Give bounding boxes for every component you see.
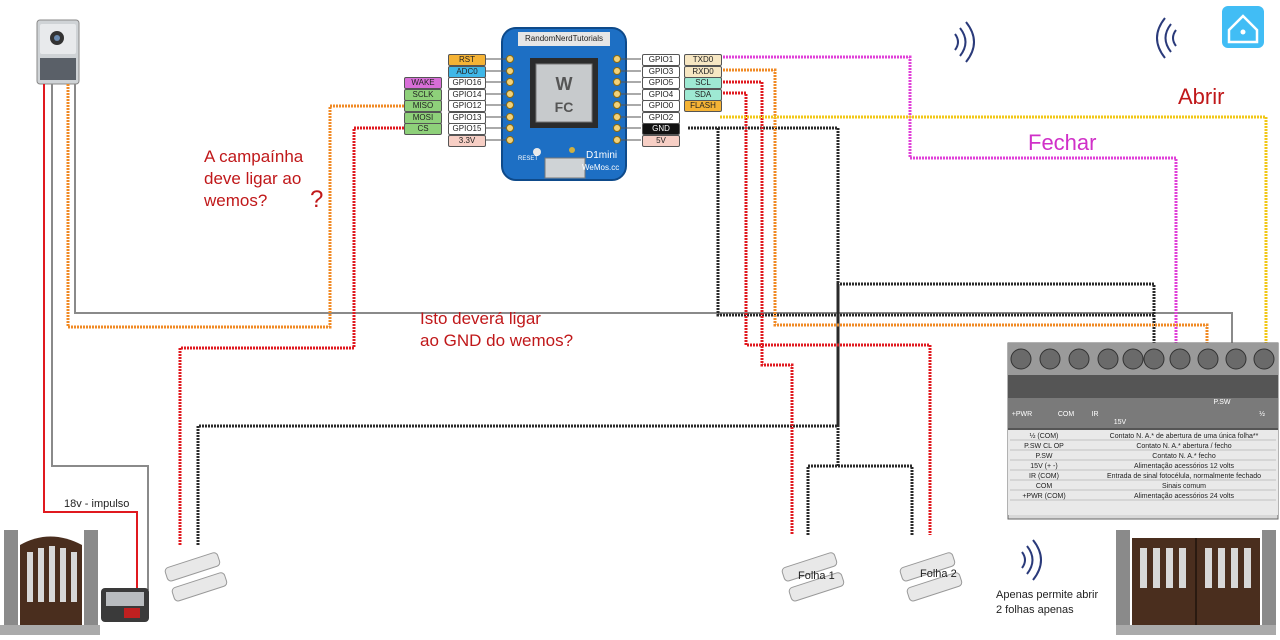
wire-red-scl xyxy=(720,80,794,535)
label-abrir: Abrir xyxy=(1178,84,1225,109)
terminal-header: 15V xyxy=(1114,419,1127,426)
pin-func-label: 5V xyxy=(642,135,680,147)
pin-func-label: MISO xyxy=(404,100,442,112)
wire-black-folha2 xyxy=(838,464,914,535)
pin-gpio-label: GPIO5 xyxy=(642,77,680,89)
gate-motor-icon xyxy=(101,588,149,622)
svg-text:FC: FC xyxy=(555,99,574,115)
wire-red-cs xyxy=(178,126,440,545)
label-fechar: Fechar xyxy=(1028,130,1097,155)
home-assistant-icon xyxy=(1222,6,1264,48)
board-site: WeMos.cc xyxy=(582,163,620,172)
board-model: D1mini xyxy=(586,150,618,161)
terminal-header: IR xyxy=(1092,411,1099,418)
terminal-table-desc: Entrada de sinal fotocélula, normalmente… xyxy=(1107,473,1261,480)
pin-func-label: GND xyxy=(642,123,680,135)
label-folha1: Folha 1 xyxy=(798,570,835,582)
question-mark: ? xyxy=(310,186,324,213)
terminal-table-desc: Alimentação acessórios 24 volts xyxy=(1134,493,1234,500)
pin-gpio-label: GPIO15 xyxy=(448,123,486,135)
wifi-signal-icon xyxy=(1156,17,1177,59)
pin-gpio-label: 3.3V xyxy=(448,135,486,147)
pin-gpio-label: GPIO1 xyxy=(642,54,680,66)
reed-sensor-folha1-icon xyxy=(781,552,845,602)
wemos-d1-mini-board: W FC xyxy=(501,27,627,181)
label-impulso: 18v - impulso xyxy=(64,498,130,510)
reed-sensor-left-icon xyxy=(164,552,228,602)
wifi-signal-icon xyxy=(1021,539,1042,581)
terminal-table-key: COM xyxy=(1036,483,1053,490)
label-folha2: Folha 2 xyxy=(920,568,957,580)
wire-orange-rxd0 xyxy=(720,68,1209,345)
wifi-signal-icon xyxy=(954,21,975,63)
question-gnd: Isto deverá ligar ao GND do wemos? xyxy=(420,309,574,350)
terminal-table-desc: Alimentação acessórios 12 volts xyxy=(1134,463,1234,470)
wire-gray-intercom-2 xyxy=(51,84,149,590)
gate-right-icon xyxy=(1116,530,1276,635)
pin-func-label: RST xyxy=(448,54,486,66)
wire-red-sda xyxy=(720,91,932,535)
board-reset-label: RESET xyxy=(518,156,539,162)
terminal-header: +PWR xyxy=(1012,411,1032,418)
pin-func-label: FLASH xyxy=(684,100,722,112)
terminal-table-desc: Sinais comum xyxy=(1162,483,1206,490)
wire-yellow-abrir xyxy=(720,115,1268,345)
svg-text:W: W xyxy=(556,74,573,94)
terminal-table-desc: Contato N. A.* de abertura de uma única … xyxy=(1110,433,1259,440)
pin-gpio-label: GPIO12 xyxy=(448,100,486,112)
label-apenas: Apenas permite abrir 2 folhas apenas xyxy=(996,589,1099,616)
board-brand: RandomNerdTutorials xyxy=(525,34,603,43)
terminal-header: P.SW xyxy=(1214,399,1231,406)
terminal-table-key: ½ (COM) xyxy=(1030,432,1059,440)
wire-gray-intercom xyxy=(74,84,1233,345)
wire-red-impulse xyxy=(43,84,138,590)
terminal-header: COM xyxy=(1058,411,1075,418)
terminal-table-key: P.SW CL OP xyxy=(1024,443,1064,450)
terminal-block xyxy=(1007,342,1279,520)
terminal-header: ½ xyxy=(1259,410,1265,418)
wire-black-gnd xyxy=(688,126,1154,317)
reed-sensor-folha2-icon xyxy=(899,552,963,602)
pin-gpio-label: GPIO16 xyxy=(448,77,486,89)
pin-gpio-label: GPIO0 xyxy=(642,100,680,112)
pin-func-label: SCL xyxy=(684,77,722,89)
question-campainha: A campaínha deve ligar ao wemos? xyxy=(204,147,304,210)
terminal-table-key: IR (COM) xyxy=(1029,473,1059,480)
terminal-table-desc: Contato N. A.* abertura / fecho xyxy=(1136,443,1231,450)
pin-func-label: CS xyxy=(404,123,442,135)
terminal-table-key: 15V (+ -) xyxy=(1030,463,1057,470)
terminal-table-key: P.SW xyxy=(1036,453,1053,460)
wire-orange-intercom xyxy=(66,84,440,329)
terminal-table-desc: Contato N. A.* fecho xyxy=(1152,453,1216,460)
pin-func-label: TXD0 xyxy=(684,54,722,66)
wire-magenta-fechar xyxy=(720,55,1178,345)
intercom-device xyxy=(36,19,80,85)
gate-left-icon xyxy=(0,530,100,635)
pin-func-label: WAKE xyxy=(404,77,442,89)
terminal-table-key: +PWR (COM) xyxy=(1022,493,1065,500)
